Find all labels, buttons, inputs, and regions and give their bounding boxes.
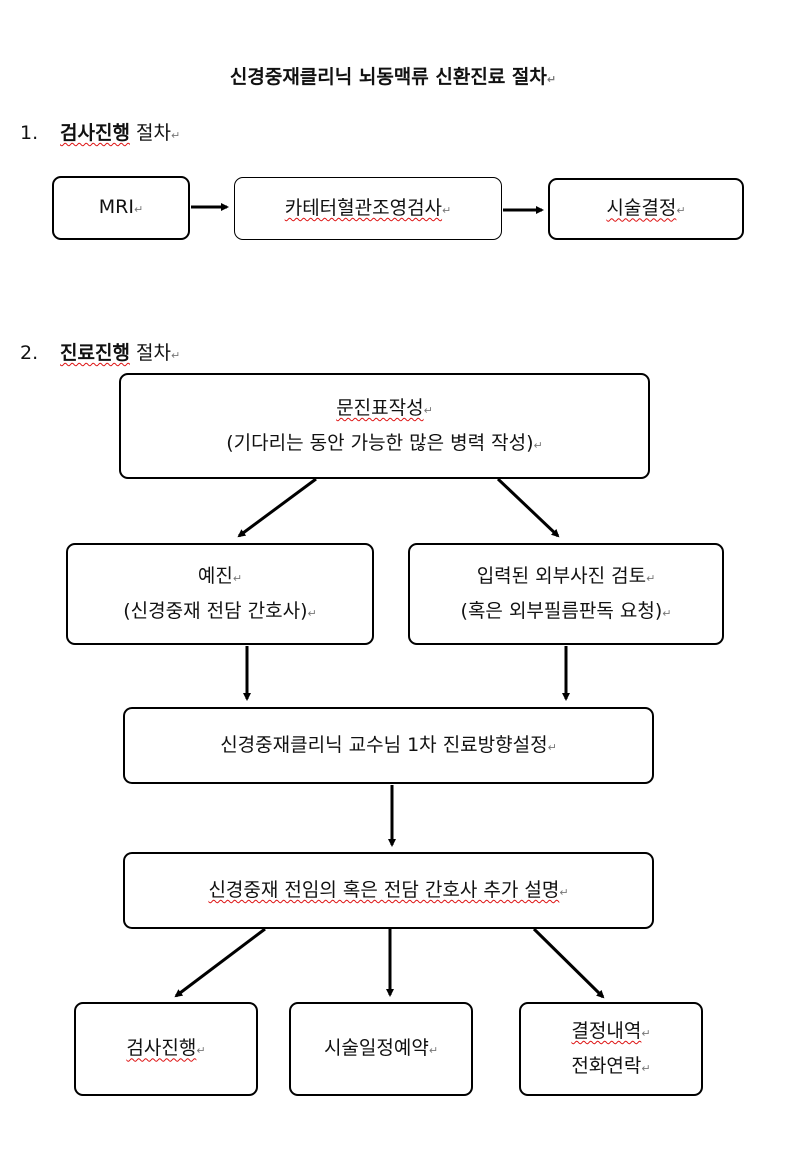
page-title-text: 신경중재클리닉 뇌동맥류 신환진료 절차 <box>229 66 547 88</box>
section-2-bold: 진료진행 <box>60 342 130 364</box>
mri-box: MRI↵ <box>52 176 190 240</box>
pre-exam-box: 예진↵ (신경중재 전담 간호사)↵ <box>66 543 374 645</box>
arrow-explain-to-out-exam <box>174 927 266 998</box>
section-1-number: 1. <box>20 122 39 144</box>
out-exam-box: 검사진행↵ <box>74 1002 258 1096</box>
questionnaire-line1: 문진표작성 <box>336 396 424 419</box>
professor-label: 신경중재클리닉 교수님 1차 진료방향설정 <box>220 733 548 756</box>
arrow-questionnaire-to-pre-exam <box>237 477 317 538</box>
questionnaire-line2: (기다리는 동안 가능한 많은 병력 작성) <box>226 432 534 454</box>
mri-label: MRI <box>98 196 134 219</box>
section-1-heading: 1.검사진행 절차↵ <box>20 122 181 144</box>
questionnaire-box: 문진표작성↵ (기다리는 동안 가능한 많은 병력 작성)↵ <box>119 373 650 479</box>
out-exam-label: 검사진행 <box>126 1037 197 1060</box>
out-contact-line1: 결정내역 <box>571 1019 642 1042</box>
review-line1: 입력된 외부사진 검토 <box>476 564 647 587</box>
decision-label: 시술결정 <box>606 197 677 220</box>
decision-box: 시술결정↵ <box>548 178 744 240</box>
out-schedule-box: 시술일정예약↵ <box>289 1002 473 1096</box>
section-1-bold: 검사진행 <box>60 122 130 144</box>
review-box: 입력된 외부사진 검토↵ (혹은 외부필름판독 요청)↵ <box>408 543 724 645</box>
out-contact-box: 결정내역↵ 전화연락↵ <box>519 1002 703 1096</box>
explain-box: 신경중재 전임의 혹은 전담 간호사 추가 설명↵ <box>123 852 654 929</box>
professor-box: 신경중재클리닉 교수님 1차 진료방향설정↵ <box>123 707 654 784</box>
pre-exam-line2: (신경중재 전담 간호사) <box>123 600 308 622</box>
angio-box: 카테터혈관조영검사↵ <box>234 177 502 240</box>
out-contact-line2: 전화연락 <box>571 1055 642 1077</box>
page-title: 신경중재클리닉 뇌동맥류 신환진료 절차↵ <box>229 66 557 88</box>
review-line2: (혹은 외부필름판독 요청) <box>460 600 663 622</box>
arrow-questionnaire-to-review <box>496 477 560 538</box>
pre-exam-line1: 예진 <box>197 564 233 587</box>
section-2-heading: 2.진료진행 절차↵ <box>20 342 181 364</box>
section-2-rest: 절차 <box>135 342 171 364</box>
explain-label: 신경중재 전임의 혹은 전담 간호사 추가 설명 <box>208 878 560 901</box>
angio-label: 카테터혈관조영검사 <box>284 196 443 219</box>
section-2-number: 2. <box>20 342 39 364</box>
arrow-explain-to-out-contact <box>532 927 605 999</box>
section-1-rest: 절차 <box>135 122 171 144</box>
out-schedule-label: 시술일정예약 <box>323 1037 429 1060</box>
